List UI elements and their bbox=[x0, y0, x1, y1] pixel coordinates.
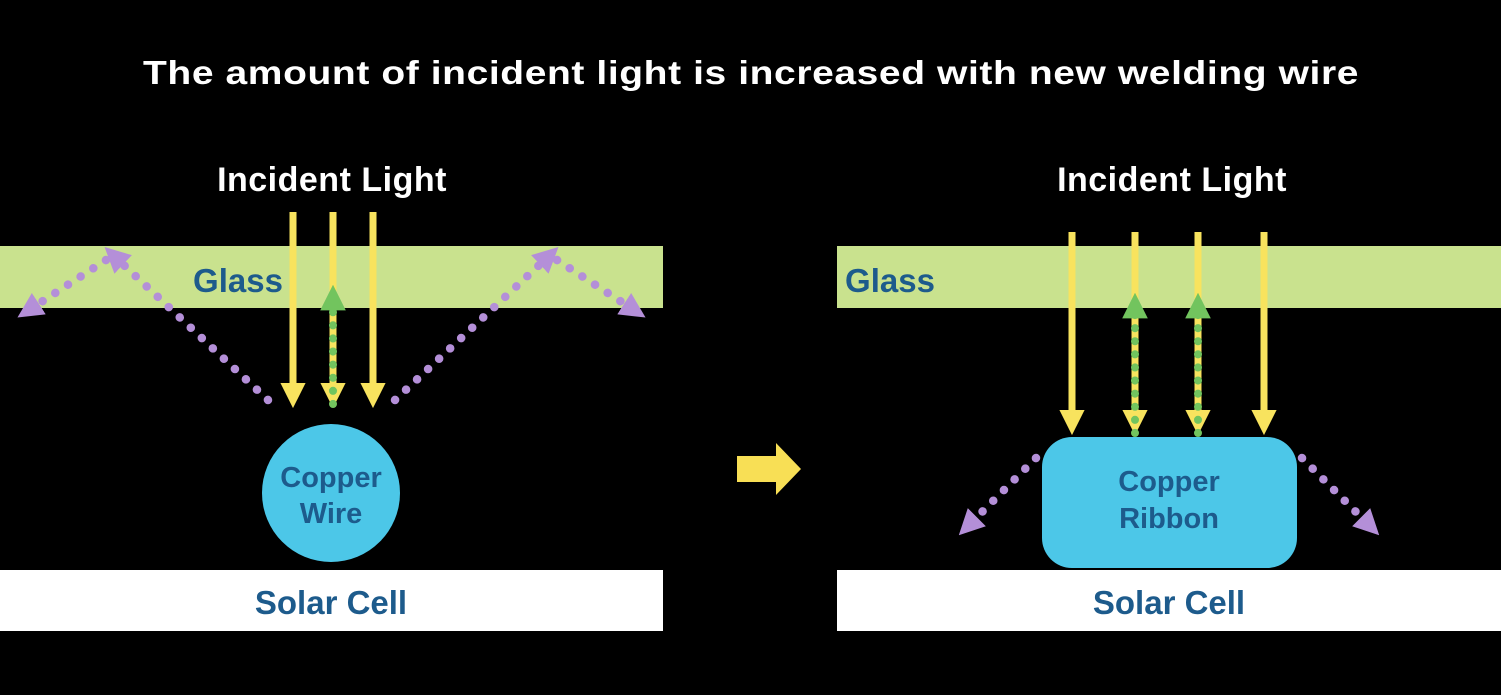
copper-ribbon-label-line1: Copper bbox=[1118, 466, 1220, 498]
transition-arrow-icon bbox=[737, 443, 801, 495]
incident-light-label: Incident Light bbox=[217, 161, 447, 199]
glass-band bbox=[837, 246, 1501, 308]
copper-wire-label-line2: Wire bbox=[300, 498, 363, 530]
deflected-ray-right-arrow bbox=[1297, 453, 1380, 536]
copper-wire-circle bbox=[262, 424, 400, 562]
escaping-ray-right-arrow bbox=[552, 255, 646, 318]
copper-ribbon-label-line2: Ribbon bbox=[1119, 503, 1219, 535]
reflected-ray-up-left-arrow bbox=[104, 247, 273, 405]
left-diagram: Incident Light Glass Copper Wire Solar C… bbox=[0, 161, 663, 631]
solar-cell-band bbox=[837, 570, 1501, 631]
copper-ribbon-rect bbox=[1042, 437, 1297, 568]
reflected-ray-up-right-arrow bbox=[390, 247, 559, 405]
incident-light-label: Incident Light bbox=[1057, 161, 1287, 199]
glass-label: Glass bbox=[193, 262, 283, 299]
main-title: The amount of incident light is increase… bbox=[143, 54, 1359, 91]
solar-cell-band bbox=[0, 570, 663, 631]
copper-wire-label-line1: Copper bbox=[280, 462, 382, 494]
deflected-ray-left-arrow bbox=[958, 453, 1041, 536]
solar-cell-label: Solar Cell bbox=[1093, 584, 1245, 621]
right-diagram: Incident Light Glass Copper Ribbon Solar… bbox=[837, 161, 1501, 631]
solar-cell-label: Solar Cell bbox=[255, 584, 407, 621]
glass-label: Glass bbox=[845, 262, 935, 299]
escaping-ray-left-arrow bbox=[17, 255, 111, 318]
